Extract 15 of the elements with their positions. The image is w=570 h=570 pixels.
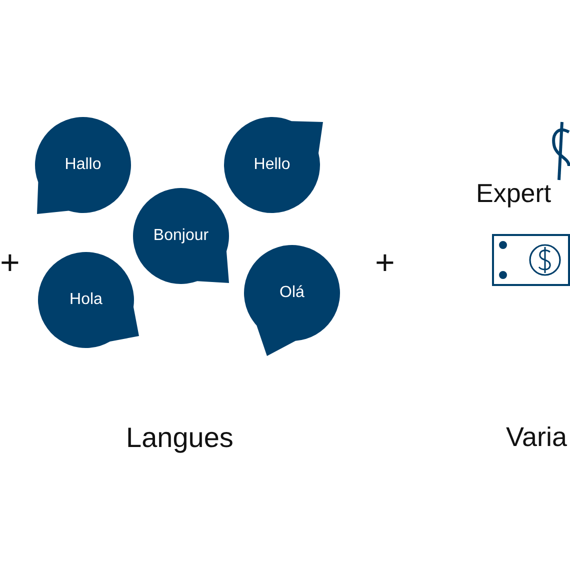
greeting-text: Bonjour	[153, 227, 209, 245]
category-label: Langues	[126, 424, 234, 452]
speech-bubble	[133, 188, 229, 284]
greeting-text: Hallo	[64, 156, 102, 174]
speech-bubble	[35, 117, 131, 214]
greeting-text: Hello	[254, 156, 290, 174]
greeting-text: Hola	[70, 291, 102, 309]
speech-bubble	[38, 252, 139, 348]
plus-sign: +	[375, 246, 395, 280]
greeting-text: Olá	[280, 284, 304, 302]
speech-bubble	[244, 245, 340, 356]
speech-bubble	[224, 117, 323, 213]
plus-sign: +	[0, 246, 20, 280]
heading-text: Expert	[476, 180, 552, 206]
category-label: Varia	[506, 424, 568, 451]
